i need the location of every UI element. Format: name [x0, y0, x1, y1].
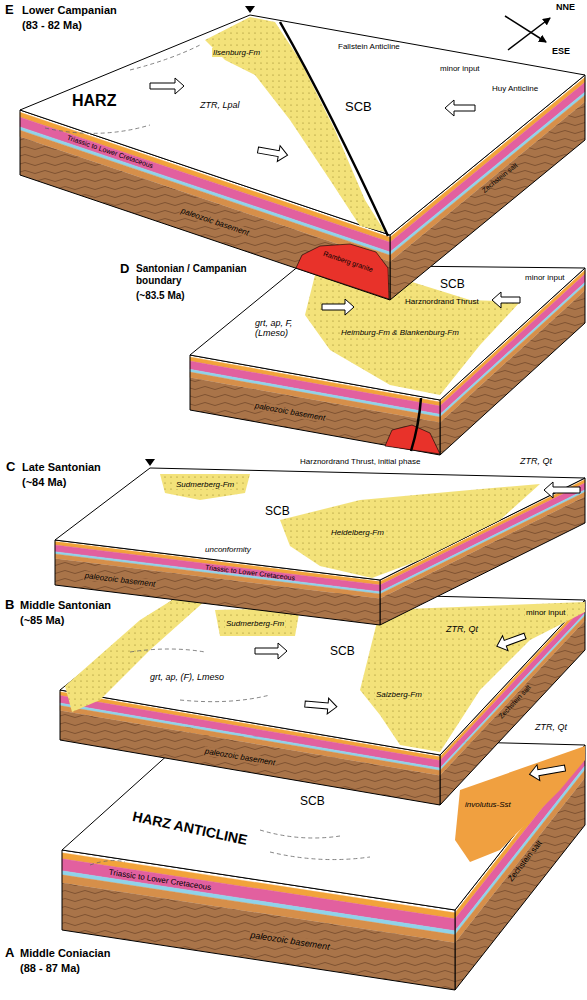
period-label: Santonian / Campanian boundary	[136, 263, 266, 286]
sediment-area	[360, 602, 585, 752]
provenance-label: ZTR, Qt	[445, 624, 479, 634]
provenance-label: grt, ap, F, (Lmeso)	[255, 318, 307, 339]
block-diagram	[55, 459, 585, 625]
transport-arrow	[492, 292, 520, 308]
block-top-surface	[55, 468, 585, 580]
basin-label: SCB	[330, 645, 355, 659]
panel-letter: C	[6, 460, 15, 475]
panel-letter: D	[120, 262, 129, 277]
transport-arrow	[544, 482, 580, 498]
input-label: minor input	[440, 64, 480, 73]
provenance-label: grt, ap, (F), Lmeso	[150, 672, 224, 682]
formation-label: Salzberg-Fm	[375, 690, 423, 699]
fault-label: Harznordrand Thrust	[405, 297, 479, 306]
transport-arrow	[304, 696, 337, 715]
basin-label: SCB	[345, 100, 372, 115]
transport-arrow	[494, 628, 528, 653]
age-label: (~85 Ma)	[20, 614, 64, 627]
sediment-area	[160, 474, 250, 500]
sediment-area	[280, 484, 540, 578]
thrust-fault	[280, 22, 388, 236]
panel-letter: B	[5, 598, 14, 613]
formation-label: Heimburg-Fm & Blankenburg-Fm	[340, 328, 460, 337]
basin-label: SCB	[300, 795, 325, 809]
period-label: Middle Coniacian	[20, 947, 110, 960]
section-marker	[245, 6, 255, 13]
period-label: Middle Santonian	[20, 599, 111, 612]
input-label: minor input	[525, 273, 565, 282]
basin-label: SCB	[440, 278, 465, 292]
relief-line	[260, 830, 340, 838]
region-label: HARZ	[72, 92, 116, 110]
transport-arrow	[257, 142, 289, 163]
age-label: (83 - 82 Ma)	[22, 19, 82, 32]
relief-line	[90, 861, 125, 865]
transport-arrow	[150, 78, 184, 94]
transport-arrow	[255, 643, 287, 659]
formation-label: involutus-Sst	[465, 800, 511, 809]
input-label: minor input	[525, 608, 567, 617]
age-label: (~84 Ma)	[22, 476, 66, 489]
formation-label: Ilsenburg-Fm	[212, 48, 261, 57]
panel-letter: E	[5, 3, 14, 18]
relief-line	[180, 695, 270, 702]
provenance-label: ZTR, Qt	[535, 722, 567, 732]
relief-line	[45, 125, 150, 133]
transport-arrow	[322, 299, 354, 315]
section-marker	[145, 459, 155, 466]
panel-letter: A	[5, 946, 14, 961]
compass-arrow	[508, 18, 550, 50]
compass-label: ESE	[552, 46, 570, 56]
transport-arrow	[528, 760, 566, 782]
block-top-surface	[20, 15, 585, 235]
formation-label: Sudmerberg-Fm	[225, 619, 285, 628]
structure-label: Fallstein Anticline	[338, 42, 400, 51]
provenance-label: ZTR, Qt	[520, 456, 552, 466]
transport-arrow	[445, 100, 475, 116]
age-label: (88 - 87 Ma)	[20, 962, 80, 975]
relief-line	[130, 45, 200, 70]
block-diagram	[20, 6, 585, 300]
compass-label: NNE	[556, 2, 575, 12]
sediment-area	[305, 272, 520, 395]
provenance-label: ZTR, Lpal	[200, 100, 240, 110]
relief-line	[130, 649, 205, 652]
fault-label: Harznordrand Thrust, initial phase	[300, 457, 420, 466]
basin-label: SCB	[265, 505, 290, 519]
unconformity-label: unconformity	[205, 545, 251, 554]
relief-line	[270, 852, 370, 860]
structure-label: Huy Anticline	[492, 84, 538, 93]
age-label: (~83.5 Ma)	[136, 290, 185, 302]
period-label: Lower Campanian	[22, 4, 117, 17]
compass-arrow	[505, 16, 546, 42]
thrust-fault	[411, 398, 421, 451]
formation-label: Heidelberg-Fm	[330, 528, 385, 537]
granite-body	[296, 244, 389, 299]
period-label: Late Santonian	[22, 461, 101, 474]
formation-label: Sudmerberg-Fm	[175, 480, 235, 489]
